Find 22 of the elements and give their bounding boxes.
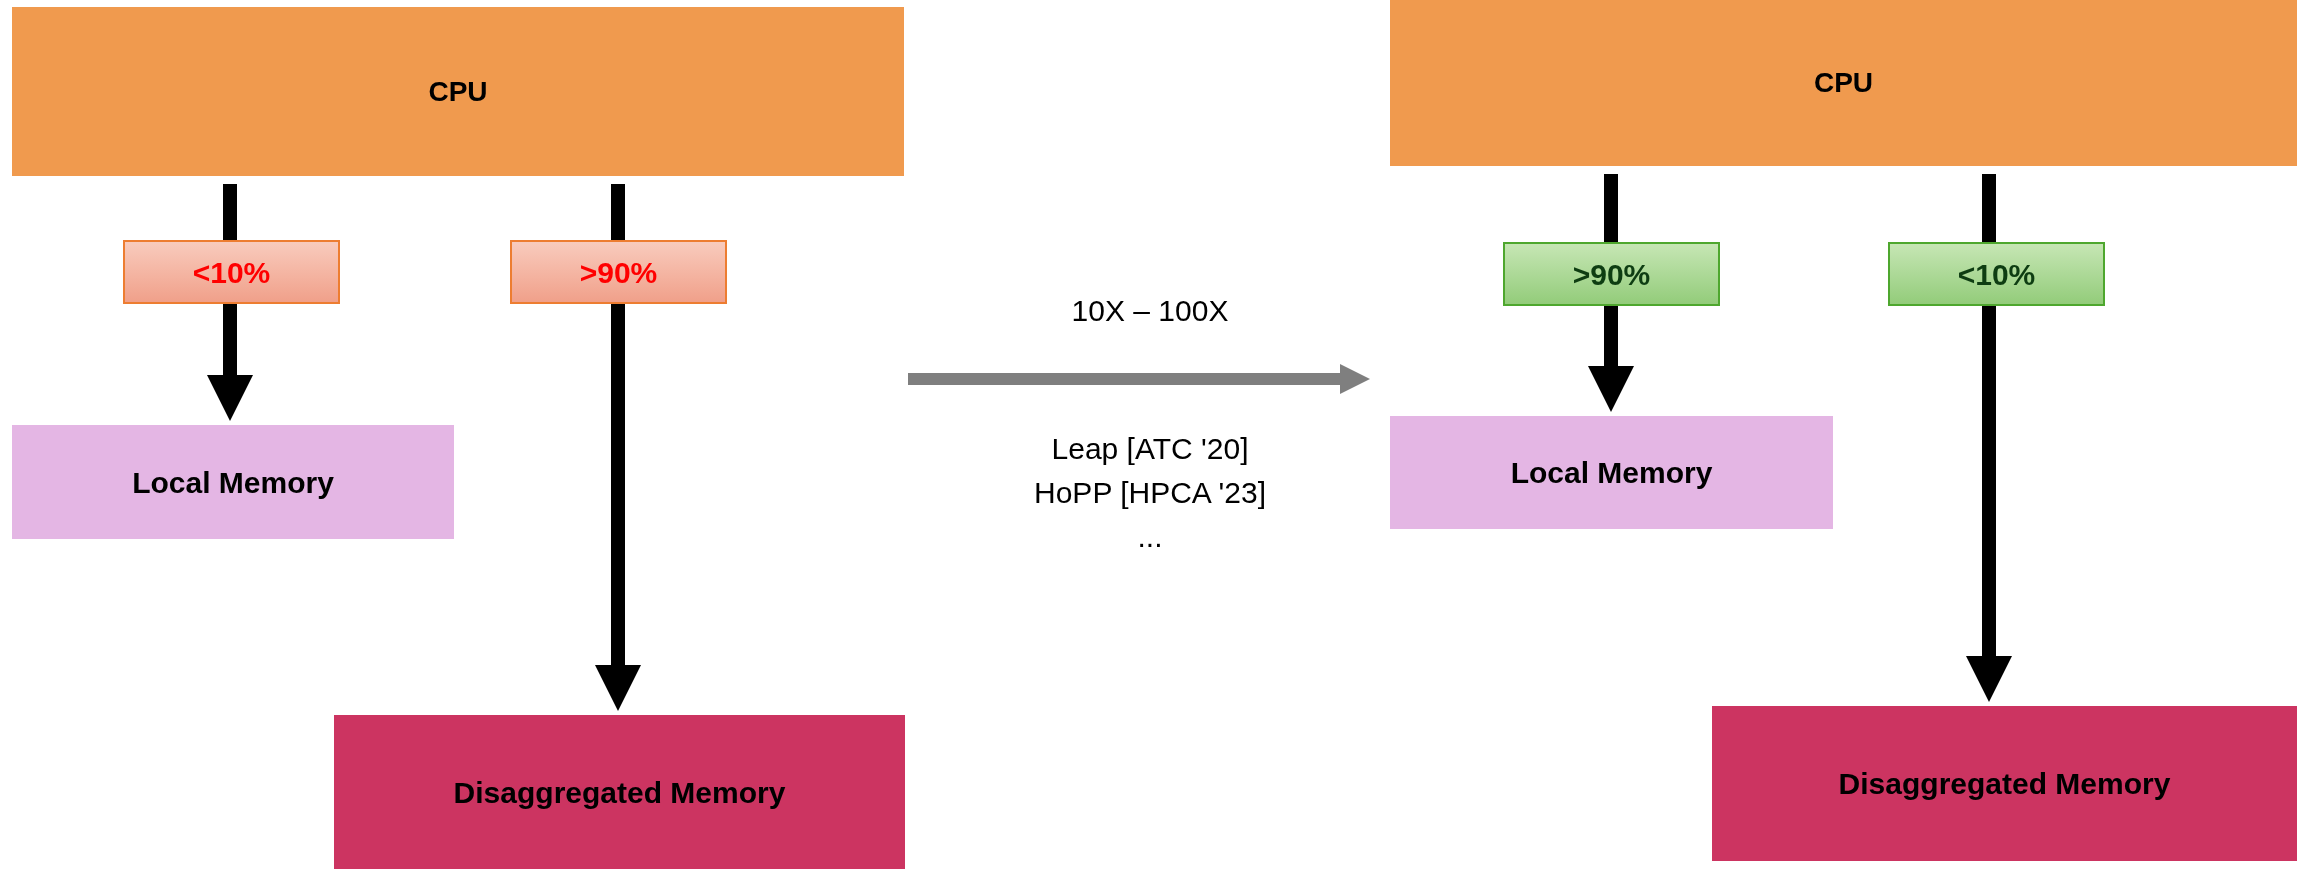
arrow — [595, 184, 641, 711]
reference-text: Leap [ATC '20] — [1050, 434, 1250, 464]
cpu-box — [12, 7, 904, 176]
edge-label: >90% — [1503, 242, 1720, 306]
memory-box — [12, 425, 454, 539]
memory-box — [334, 715, 905, 869]
node-label: Local Memory — [132, 464, 334, 501]
node-label: Local Memory — [1510, 455, 1713, 491]
reference-text: HoPP [HPCA '23] — [1033, 478, 1267, 508]
node-label: CPU — [1813, 66, 1874, 100]
cpu-box — [1390, 0, 2297, 166]
node-label: CPU — [428, 74, 488, 109]
arrow — [1966, 174, 2012, 702]
node-label: Disaggregated Memory — [1838, 766, 2171, 802]
speedup-label: 10X – 100X — [1070, 296, 1230, 326]
reference-text: ... — [1136, 522, 1164, 552]
edge-label: <10% — [1888, 242, 2105, 306]
node-label: Disaggregated Memory — [453, 774, 786, 811]
edge-label: >90% — [510, 240, 727, 304]
memory-box — [1390, 416, 1833, 529]
memory-box — [1712, 706, 2297, 861]
edge-label: <10% — [123, 240, 340, 304]
